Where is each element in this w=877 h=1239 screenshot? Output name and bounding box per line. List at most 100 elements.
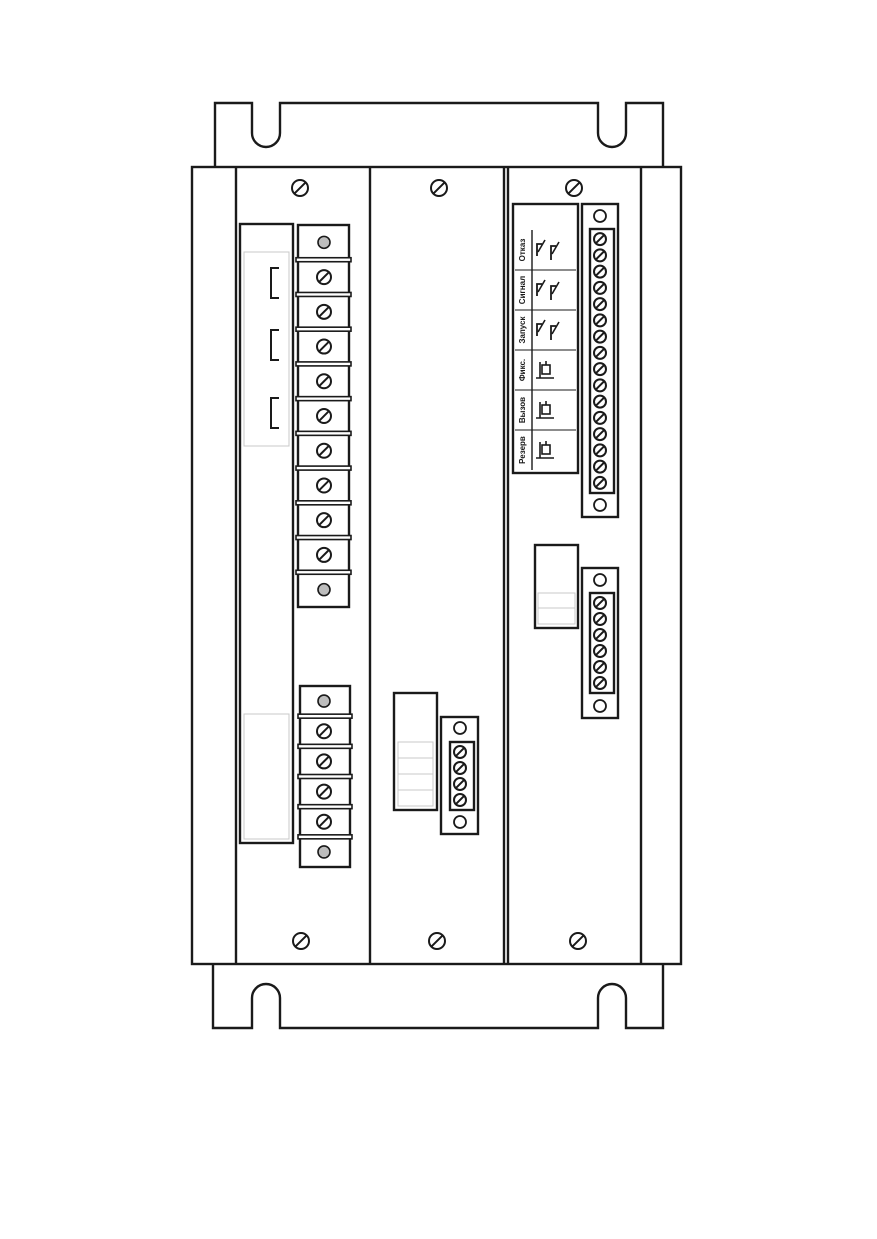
terminal-separator [297,803,353,810]
terminal-screw-icon [316,477,332,494]
relay-coil-icon [536,361,554,379]
terminal-separator [295,534,352,541]
fixing-screw-icon [428,932,446,950]
relay-label: Фикс. [518,359,527,381]
relay-contact-icon [536,279,560,300]
relay-label: Вызов [518,397,527,423]
terminal-screw-icon [593,443,607,458]
left-terminal-block-upper [296,223,351,609]
relay-contact-icon [536,239,560,260]
led-indicator [317,845,331,859]
terminal-screw-icon [593,644,607,658]
terminal-separator [297,743,353,750]
terminal-screw-icon [593,362,607,377]
terminal-separator [297,834,353,840]
right-connector-plug-lower [588,591,616,695]
relay-label: Сигнал [518,276,527,304]
terminal-screw-icon [593,345,607,360]
right-label-card [533,543,580,630]
top-mounting-bracket [213,101,665,167]
terminal-separator [295,500,352,506]
relay-label: Резерв [518,436,527,464]
right-connector-frame-upper [580,202,620,519]
terminal-separator [295,465,352,471]
terminal-screw-icon [593,459,607,474]
terminal-screw-icon [316,442,332,459]
right-connector-frame-lower [580,566,620,720]
terminal-screw-icon [593,660,607,674]
terminal-screw-icon [316,408,332,424]
connector-mounting-hole [453,721,467,735]
terminal-screw-icon [593,596,607,610]
terminal-screw-icon [316,512,332,529]
middle-connector-frame [439,715,480,836]
connector-mounting-hole [593,209,607,223]
terminal-screw-icon [316,723,332,740]
terminal-separator [297,713,353,719]
terminal-screw-icon [593,329,607,344]
led-indicator [317,694,331,708]
fixing-screw-icon [569,932,587,950]
terminal-screw-icon [593,394,607,409]
terminal-separator [295,361,352,367]
terminal-screw-icon [593,628,607,642]
led-indicator [317,235,331,250]
terminal-separator [297,773,353,780]
connector-mounting-hole [593,699,607,713]
terminal-separator [295,291,352,298]
connector-mounting-hole [593,498,607,512]
terminal-separator [295,326,352,332]
fixing-screw-icon [430,179,448,197]
relay-label: Запуск [518,316,527,344]
left-label-strip [238,222,295,845]
terminal-screw-icon [593,612,607,626]
fixing-screw-icon [565,179,583,197]
terminal-screw-icon [593,475,607,490]
channel-bracket-mark [270,397,279,429]
terminal-screw-icon [593,280,607,295]
terminal-screw-icon [453,777,467,791]
led-indicator [317,582,331,597]
left-label-window-top [243,251,290,447]
relay-coil-icon [536,441,554,459]
terminal-screw-icon [453,745,467,759]
terminal-separator [295,395,352,402]
right-connector-plug-upper [588,227,616,495]
terminal-screw-icon [453,761,467,775]
terminal-screw-icon [453,793,467,807]
left-label-window-bottom [243,713,290,840]
terminal-screw-icon [593,248,607,263]
terminal-screw-icon [316,783,332,800]
bottom-mounting-bracket [211,964,665,1030]
middle-connector-plug [448,740,476,812]
fixing-screw-icon [292,932,310,950]
terminal-screw-icon [316,303,332,320]
terminal-separator [295,256,352,263]
relay-coil-icon [536,401,554,419]
terminal-screw-icon [316,546,332,563]
terminal-screw-icon [316,753,332,770]
terminal-screw-icon [316,338,332,355]
connector-mounting-hole [453,815,467,829]
relay-contact-icon [536,319,560,340]
connector-mounting-hole [593,573,607,587]
terminal-screw-icon [316,373,332,390]
terminal-separator [295,430,352,437]
relay-label: Отказ [518,239,527,262]
terminal-screw-icon [593,427,607,442]
relay-legend-card [511,202,580,475]
channel-bracket-mark [270,329,279,361]
channel-bracket-mark [270,267,279,299]
terminal-screw-icon [593,410,607,425]
terminal-screw-icon [316,269,332,286]
terminal-screw-icon [593,378,607,393]
middle-label-card [392,691,439,812]
housing-outline [190,165,683,966]
terminal-screw-icon [593,313,607,328]
terminal-screw-icon [593,264,607,279]
terminal-separator [295,569,352,576]
terminal-screw-icon [593,297,607,312]
fixing-screw-icon [291,179,309,197]
terminal-screw-icon [316,813,332,830]
